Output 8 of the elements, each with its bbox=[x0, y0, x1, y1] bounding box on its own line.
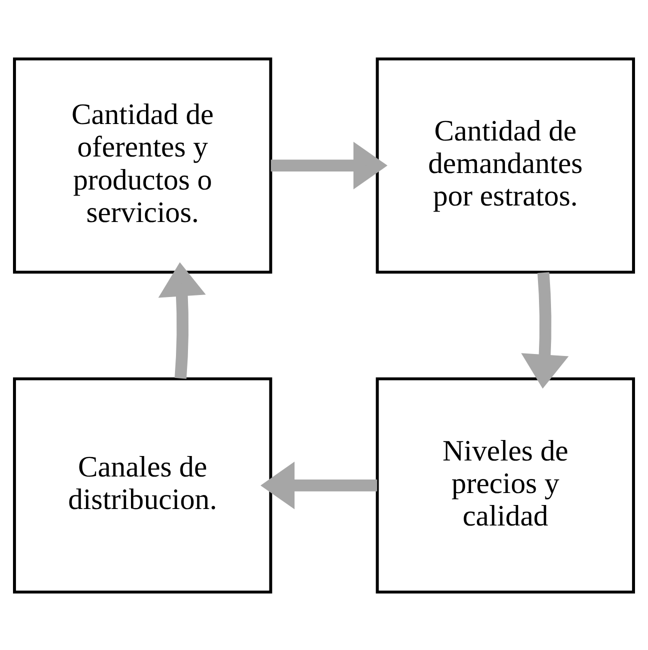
arrow bbox=[270, 141, 388, 189]
arrow bbox=[260, 461, 378, 509]
node-box: Cantidad de oferentes y productos o servicios. bbox=[13, 56, 272, 274]
node-box: Cantidad de demandantes por estratos. bbox=[376, 56, 635, 274]
arrow bbox=[158, 262, 206, 378]
arrow bbox=[521, 272, 569, 388]
node-box: Canales de distribucion. bbox=[13, 376, 272, 594]
node-box: Niveles de precios y calidad bbox=[376, 376, 635, 594]
